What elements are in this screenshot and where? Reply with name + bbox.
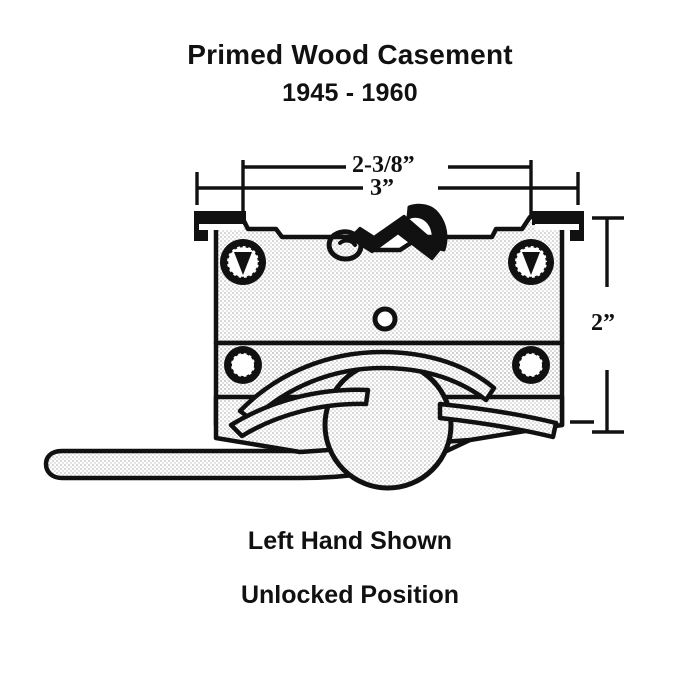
hardware-assembly xyxy=(43,203,584,491)
screw-hole-bottom-left xyxy=(224,346,262,384)
dimension-label-height: 2” xyxy=(591,310,615,336)
dimension-label-width-inner: 2-3/8” xyxy=(352,152,415,178)
dimension-label-width-outer: 3” xyxy=(370,175,394,201)
title-product-name: Primed Wood Casement xyxy=(187,39,513,70)
cam-nose xyxy=(326,229,364,262)
flange-gap-right xyxy=(535,224,579,230)
dimension-group-height xyxy=(592,216,624,434)
dimension-group-width xyxy=(195,160,580,270)
latch-keeper-lip xyxy=(348,214,443,261)
cam-sweep-upper xyxy=(237,349,497,423)
cam-sweep-lower xyxy=(228,387,371,439)
cam-disc xyxy=(322,359,454,491)
flange-gap-left xyxy=(199,224,243,230)
dimension-arrowhead-left xyxy=(234,252,252,275)
caption-lock-state: Unlocked Position xyxy=(240,581,460,609)
page-title: Primed Wood Casement 1945 - 1960 xyxy=(0,38,700,110)
dimension-arrowhead-right xyxy=(522,252,540,275)
screw-hole-bottom-right xyxy=(512,346,550,384)
cam-tail-right xyxy=(437,401,559,440)
dimension-arrow-group xyxy=(234,252,540,275)
title-year-range: 1945 - 1960 xyxy=(282,79,418,107)
cam-nose-inner xyxy=(338,238,357,247)
center-pivot-hole xyxy=(372,306,398,332)
figure-caption: Left Hand Shown Unlocked Position xyxy=(0,525,700,611)
caption-hand-orientation: Left Hand Shown xyxy=(247,527,453,555)
